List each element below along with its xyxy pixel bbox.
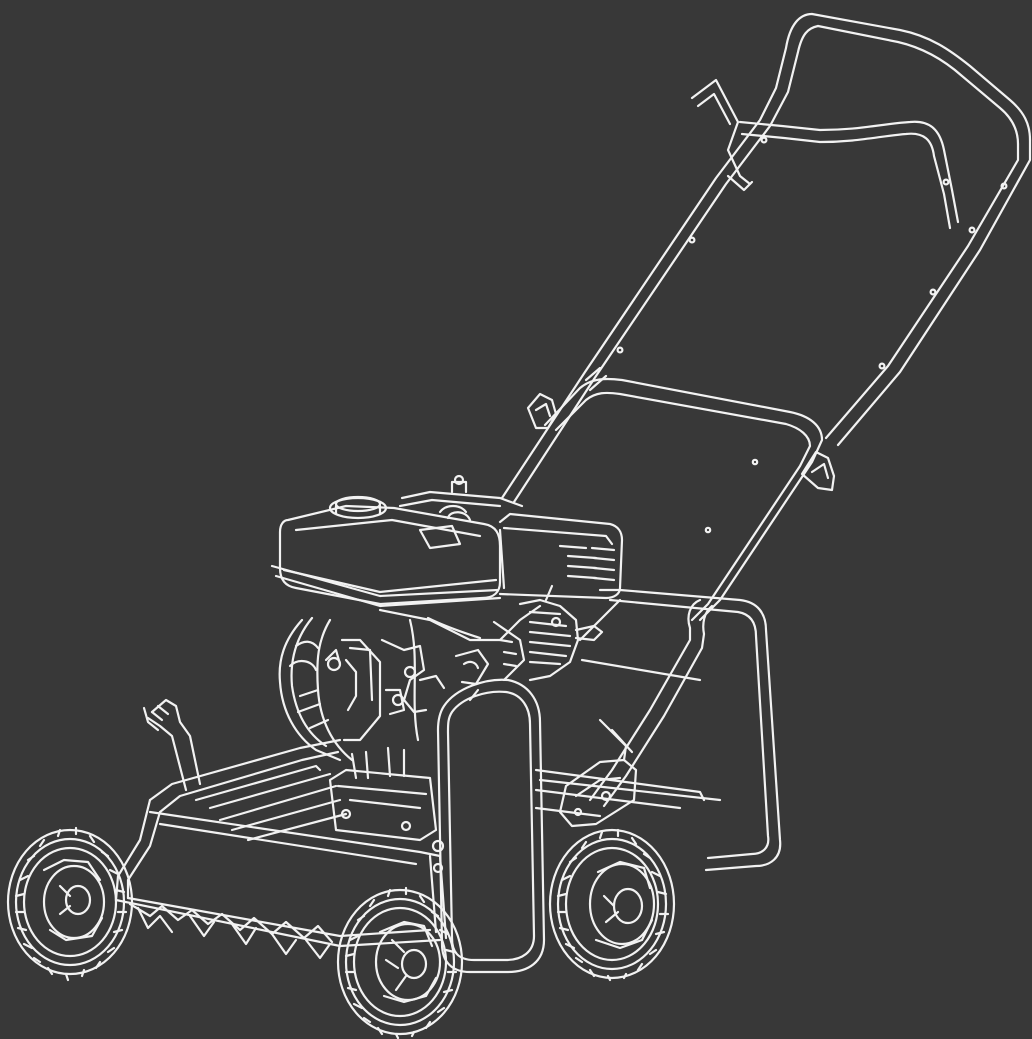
upper-handle bbox=[500, 12, 1032, 504]
front-left-wheel bbox=[6, 826, 134, 982]
lower-handle bbox=[526, 366, 836, 808]
front-right-wheel bbox=[336, 886, 464, 1039]
belt-guard bbox=[431, 678, 546, 974]
deck-chassis bbox=[114, 698, 706, 960]
rear-hood bbox=[538, 588, 782, 872]
engine bbox=[270, 474, 624, 842]
axle-bracket bbox=[558, 718, 638, 828]
rear-wheel bbox=[548, 828, 676, 982]
